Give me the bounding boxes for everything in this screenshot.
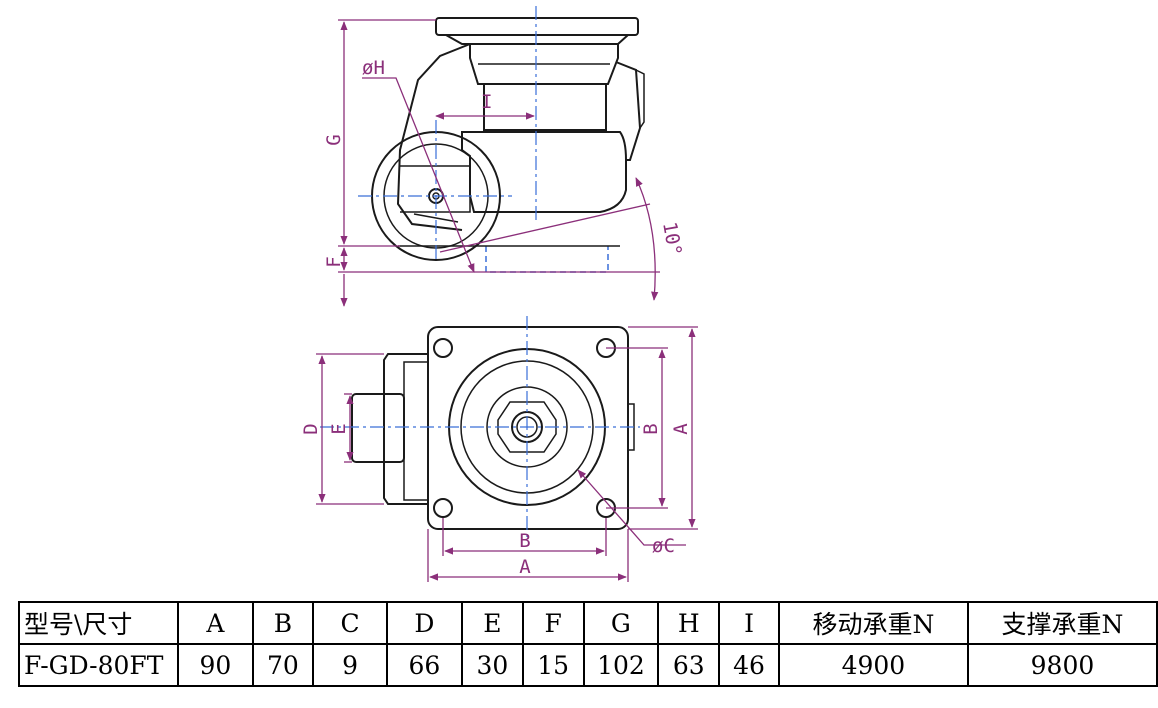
table-cell: 66 [385, 643, 463, 687]
table-header-row: 型号\尺寸 A B C D E F G H I 移动承重N 支撑承重N [17, 601, 1158, 645]
table-cell: 46 [718, 643, 780, 687]
header-cell: B [251, 601, 315, 645]
header-cell: F [521, 601, 585, 645]
label-b-side: B [640, 423, 662, 434]
header-cell: 移动承重N [777, 601, 969, 645]
header-cell: A [177, 601, 254, 645]
header-cell: H [657, 601, 721, 645]
table-row: F-GD-80FT 90 70 9 66 30 15 102 63 46 490… [17, 643, 1158, 687]
label-angle: 10° [658, 220, 686, 258]
header-cell: I [718, 601, 780, 645]
table-cell: 4900 [777, 643, 969, 687]
header-cell: G [582, 601, 660, 645]
label-e: E [328, 423, 350, 434]
top-dimensions [316, 326, 698, 582]
model-cell: F-GD-80FT [17, 643, 180, 687]
label-f: F [323, 256, 345, 267]
table-cell: 9 [312, 643, 388, 687]
side-view [371, 17, 645, 273]
table-cell: 102 [582, 643, 660, 687]
top-plate [427, 326, 629, 530]
label-i: I [481, 91, 492, 113]
top-view [351, 326, 635, 530]
technical-drawing: øH I G F 10° [300, 6, 698, 582]
label-d: D [300, 423, 322, 434]
label-dia-c: øC [652, 535, 675, 557]
table-cell: 63 [657, 643, 721, 687]
top-centerlines [320, 316, 640, 538]
label-g: G [323, 134, 345, 145]
table-cell: 9800 [966, 643, 1158, 687]
side-dimensions [338, 19, 660, 307]
spec-table: 型号\尺寸 A B C D E F G H I 移动承重N 支撑承重N F-GD… [17, 601, 1158, 687]
header-cell-model: 型号\尺寸 [17, 601, 180, 645]
table-cell: 15 [521, 643, 585, 687]
header-cell: E [460, 601, 524, 645]
table-cell: 30 [460, 643, 524, 687]
label-a-side: A [670, 423, 692, 435]
label-dia-h: øH [362, 57, 385, 79]
header-cell: C [312, 601, 388, 645]
table-cell: 90 [177, 643, 254, 687]
label-a-bottom: A [519, 556, 531, 578]
header-cell: 支撑承重N [966, 601, 1158, 645]
table-cell: 70 [251, 643, 315, 687]
mounting-plate [435, 17, 639, 36]
side-centerlines [358, 6, 537, 262]
label-b-bottom: B [519, 530, 530, 552]
header-cell: D [385, 601, 463, 645]
